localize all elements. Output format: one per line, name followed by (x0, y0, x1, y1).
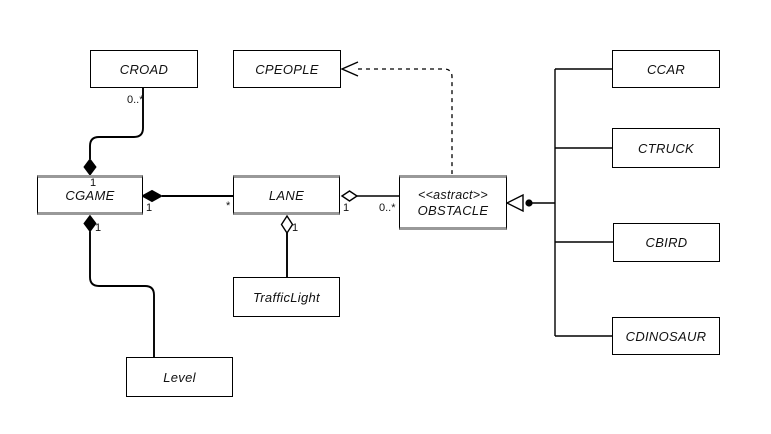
multiplicity-label-lane-obstacle-target: 0..* (379, 202, 396, 214)
edge-composition-cgame-croad[interactable] (89, 88, 144, 159)
class-box-croad[interactable]: CROAD (90, 50, 198, 88)
class-name-label: CPEOPLE (255, 61, 319, 77)
edge-composition-cgame-level[interactable] (89, 231, 155, 358)
multiplicity-label-lane-obstacle-source: 1 (343, 202, 350, 214)
class-name-label: CGAME (65, 187, 115, 203)
class-box-cdinosaur[interactable]: CDINOSAUR (612, 317, 720, 355)
class-name-label: CCAR (646, 61, 686, 77)
generalization-triangle-icon (505, 193, 524, 213)
class-box-lane[interactable]: LANE (233, 175, 340, 215)
class-name-label: OBSTACLE (417, 202, 489, 218)
class-box-trafficlight[interactable]: TrafficLight (233, 277, 340, 317)
class-box-cgame[interactable]: CGAME (37, 175, 143, 215)
class-name-label: CROAD (119, 61, 169, 77)
class-name-label: CBIRD (645, 235, 688, 250)
aggregation-diamond-lane-obstacle-icon (340, 190, 359, 202)
class-box-cpeople[interactable]: CPEOPLE (233, 50, 341, 88)
class-name-label: TrafficLight (253, 289, 320, 305)
multiplicity-label-cgame-top-end: 1 (90, 177, 97, 189)
composition-diamond-cgame-level-icon (83, 214, 97, 233)
edge-dependency-obstacle-cpeople[interactable] (358, 68, 453, 174)
multiplicity-label-croad-end: 0..* (127, 94, 144, 106)
edge-generalization-tree[interactable] (532, 68, 613, 337)
class-box-cbird[interactable]: CBIRD (613, 223, 720, 262)
multiplicity-label-cgame-lane-source: 1 (146, 202, 153, 214)
class-name-label: CTRUCK (638, 140, 694, 156)
class-box-ctruck[interactable]: CTRUCK (612, 128, 720, 168)
multiplicity-label-lane-trafficlight-source: 1 (292, 222, 299, 234)
composition-diamond-cgame-croad-icon (83, 158, 97, 176)
class-name-label: LANE (268, 187, 305, 203)
multiplicity-label-cgame-lane-target: * (226, 200, 231, 212)
aggregation-diamond-lane-trafficlight-icon (280, 214, 294, 235)
composition-diamond-cgame-lane-icon (140, 189, 164, 203)
multiplicity-label-cgame-level-source: 1 (95, 222, 102, 234)
class-stereotype-label: <<astract>> (417, 187, 488, 202)
class-box-obstacle[interactable]: <<astract>> OBSTACLE (399, 175, 507, 230)
class-name-label: Level (163, 369, 196, 385)
class-name-label: CDINOSAUR (625, 328, 707, 344)
class-box-ccar[interactable]: CCAR (612, 50, 720, 88)
dependency-open-arrowhead-icon (340, 61, 359, 77)
junction-dot-icon (525, 199, 533, 207)
class-box-level[interactable]: Level (126, 357, 233, 397)
